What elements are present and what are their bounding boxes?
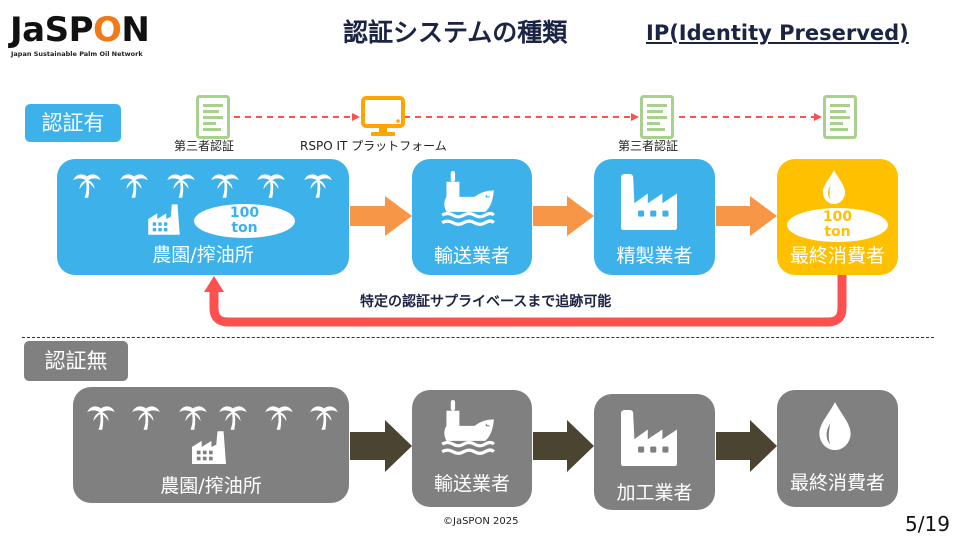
factory-icon <box>148 204 180 235</box>
certified-badge: 認証有 <box>25 104 121 142</box>
ship-icon <box>440 171 496 226</box>
stage-label: 最終消費者 <box>789 472 885 494</box>
flow-arrow <box>350 196 412 236</box>
certified-badge-label: 認証有 <box>41 110 105 135</box>
stage-label: 農園/搾油所 <box>160 475 262 497</box>
uncertified-stage-transporter: 輸送業者 <box>412 390 532 507</box>
volume-value: 100 <box>822 209 853 226</box>
certified-stage-refiner: 精製業者 <box>594 159 715 275</box>
logo-drop-icon: O <box>93 10 122 50</box>
computer-monitor-icon <box>361 96 405 138</box>
uncertified-stage-end-consumer: 最終消費者 <box>777 390 898 507</box>
palm-tree-icon <box>73 174 101 198</box>
stage-label: 最終消費者 <box>789 245 885 267</box>
page-subtitle: IP(Identity Preserved) <box>646 21 909 45</box>
flow-arrow <box>350 420 412 472</box>
volume-ellipse: 100 ton <box>787 208 888 242</box>
trace-note: 特定の認証サプライベースまで追跡可能 <box>360 294 612 310</box>
flow-arrow <box>533 196 594 236</box>
logo-wordmark: JaSPON <box>10 10 150 50</box>
stage-label: 輸送業者 <box>433 473 510 495</box>
certified-stage-plantation-mill: 100 ton 農園/搾油所 <box>57 159 349 275</box>
tracking-chain <box>196 95 857 139</box>
trace-back-arrowhead <box>204 276 224 292</box>
page-title: 認証システムの種類 <box>343 18 568 47</box>
page-number: 5/19 <box>905 512 950 536</box>
certified-stage-transporter: 輸送業者 <box>412 159 532 275</box>
certified-stage-end-consumer: 100 ton 最終消費者 <box>777 159 898 275</box>
uncertified-badge-label: 認証無 <box>44 348 108 373</box>
section-divider <box>22 337 934 338</box>
palm-tree-icon <box>304 174 332 198</box>
stage-label: 輸送業者 <box>433 245 510 267</box>
document-icon <box>196 95 230 139</box>
flow-arrow <box>716 196 777 236</box>
volume-ellipse: 100 ton <box>194 204 295 238</box>
palm-tree-icon <box>257 174 285 198</box>
uncertified-stage-plantation-mill: 農園/搾油所 <box>73 387 349 503</box>
copyright: ©JaSPON 2025 <box>443 516 519 527</box>
factory-icon <box>192 431 226 464</box>
volume-value: 100 <box>229 205 260 222</box>
uncertified-flow-arrows <box>350 420 777 472</box>
palm-tree-icon <box>211 174 239 198</box>
volume-unit: ton <box>824 224 851 240</box>
palm-tree-row <box>87 406 338 430</box>
flow-arrow <box>533 420 594 472</box>
document-icon <box>823 95 857 139</box>
palm-tree-icon <box>310 406 338 430</box>
oil-drop-icon <box>822 170 846 204</box>
palm-tree-icon <box>265 406 293 430</box>
stage-label: 農園/搾油所 <box>152 244 254 266</box>
palm-tree-icon <box>87 406 115 430</box>
tracking-caption: 第三者認証 <box>174 139 235 153</box>
certified-flow-arrows <box>204 196 847 327</box>
flow-arrow <box>716 420 777 472</box>
palm-tree-row <box>73 174 332 198</box>
palm-tree-icon <box>120 174 148 198</box>
logo-tagline: Japan Sustainable Palm Oil Network <box>11 50 143 58</box>
factory-icon <box>621 410 677 466</box>
stage-label: 加工業者 <box>616 482 693 504</box>
factory-icon <box>621 174 677 230</box>
palm-tree-icon <box>219 406 247 430</box>
volume-unit: ton <box>231 220 258 236</box>
document-icon <box>640 95 674 139</box>
oil-drop-icon <box>819 402 851 450</box>
palm-tree-icon <box>167 174 195 198</box>
palm-tree-icon <box>132 406 160 430</box>
tracking-caption: RSPO IT プラットフォーム <box>300 139 447 153</box>
uncertified-badge: 認証無 <box>24 341 128 381</box>
ship-icon <box>440 400 496 455</box>
tracking-caption: 第三者認証 <box>618 139 679 153</box>
uncertified-stage-processor: 加工業者 <box>594 394 715 510</box>
trace-back-arrow <box>209 274 847 327</box>
stage-label: 精製業者 <box>616 245 693 267</box>
palm-tree-icon <box>179 406 207 430</box>
